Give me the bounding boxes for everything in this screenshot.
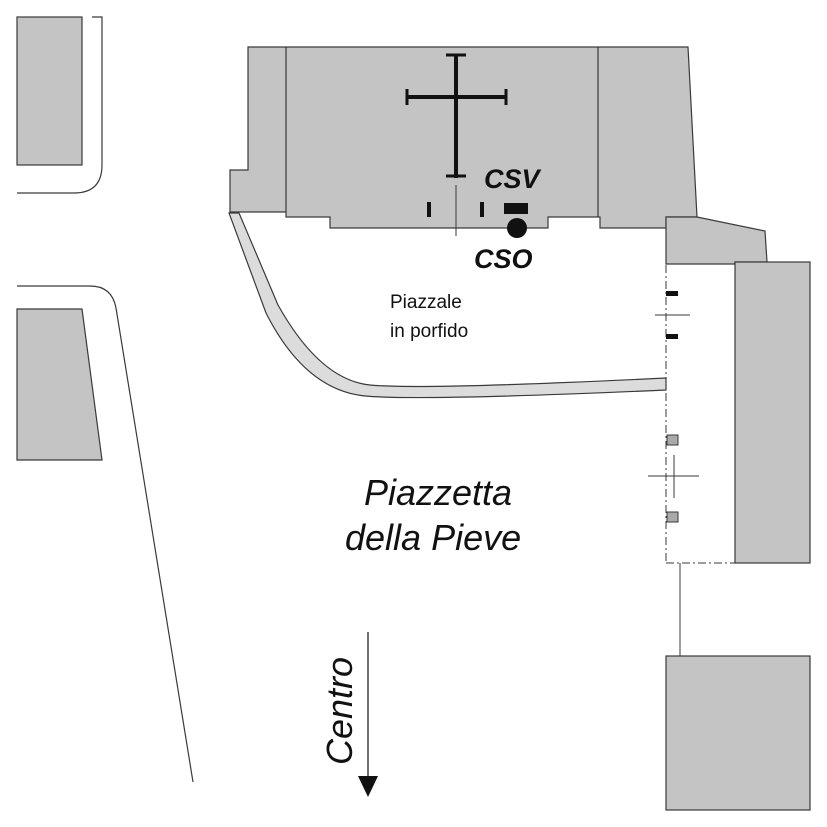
building-bottom-right — [665, 655, 811, 811]
latin-cross-icon — [405, 53, 508, 178]
entrance-marker-left — [427, 202, 431, 217]
side-marker-1 — [666, 291, 678, 296]
building-top-left — [16, 16, 83, 166]
piazzetta-label-line1: Piazzetta — [364, 472, 512, 513]
church-building — [229, 46, 698, 229]
filled-rectangle-marker — [504, 203, 528, 214]
side-square-1 — [666, 434, 679, 446]
entrance-marker-right — [480, 202, 484, 217]
piazzetta-label-line2: della Pieve — [345, 517, 521, 558]
side-marker-2 — [666, 334, 678, 339]
centro-label: Centro — [319, 657, 360, 765]
building-right — [734, 261, 811, 564]
building-right-connector — [665, 216, 768, 265]
side-square-2 — [666, 511, 679, 523]
arrow-down-icon — [358, 632, 378, 797]
street-curb-top-left — [17, 16, 103, 194]
building-left — [16, 308, 103, 461]
cso-label: CSO — [474, 244, 533, 274]
piazzale-boundary-path — [228, 212, 667, 399]
street-curb-left — [17, 285, 194, 783]
filled-circle-marker — [507, 218, 527, 238]
csv-label: CSV — [484, 164, 542, 194]
piazzale-label-line2: in porfido — [390, 321, 468, 342]
piazzale-label-line1: Piazzale — [390, 292, 462, 313]
